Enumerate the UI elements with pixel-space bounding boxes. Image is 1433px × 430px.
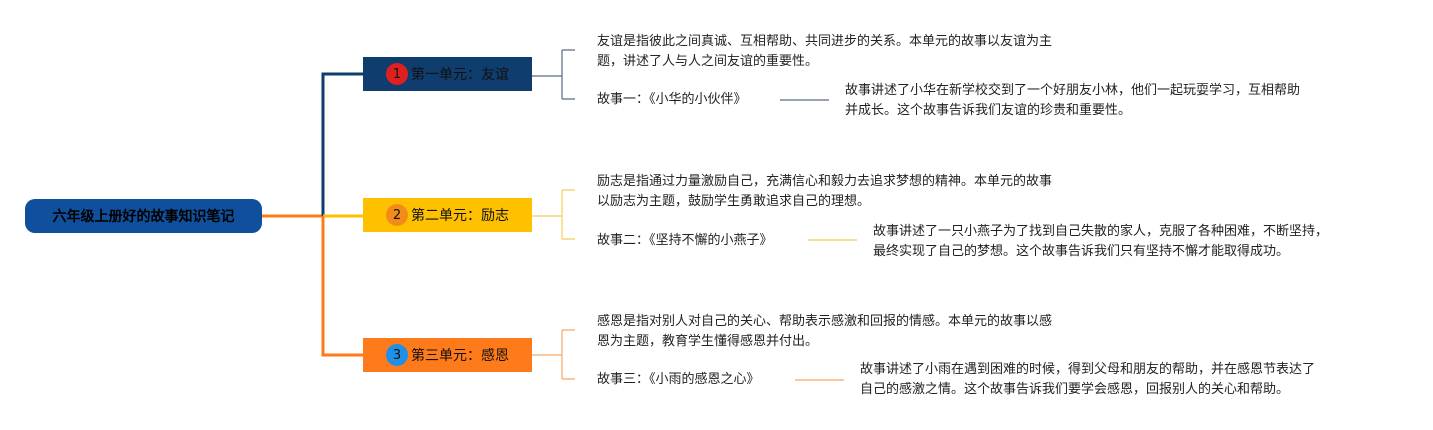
unit-2-description: 励志是指通过力量激励自己，充满信心和毅力去追求梦想的精神。本单元的故事 以励志为…: [597, 174, 1053, 209]
unit-node-1[interactable]: 1 第一单元：友谊: [363, 57, 532, 91]
unit-1-description: 友谊是指彼此之间真诚、互相帮助、共同进步的关系。本单元的故事以友谊为主 题，讲述…: [597, 34, 1053, 69]
root-node[interactable]: 六年级上册好的故事知识笔记: [25, 199, 262, 233]
unit-label: 第一单元：友谊: [411, 67, 509, 83]
number-badge-icon: 3: [386, 344, 408, 366]
story-2-description: 故事讲述了一只小燕子为了找到自己失散的家人，克服了各种困难，不断坚持， 最终实现…: [873, 224, 1329, 259]
story-3-description: 故事讲述了小雨在遇到困难的时候，得到父母和朋友的帮助，并在感恩节表达了 自己的感…: [860, 362, 1316, 397]
story-3-title[interactable]: 故事三：《小雨的感恩之心》: [597, 372, 760, 387]
story-1-description: 故事讲述了小华在新学校交到了一个好朋友小林，他们一起玩耍学习，互相帮助 并成长。…: [845, 83, 1301, 118]
unit-node-2[interactable]: 2 第二单元：励志: [363, 198, 532, 232]
number-badge-icon: 2: [386, 204, 408, 226]
root-label: 六年级上册好的故事知识笔记: [52, 209, 235, 225]
unit-node-3[interactable]: 3 第三单元：感恩: [363, 338, 532, 372]
unit-label: 第三单元：感恩: [411, 348, 509, 364]
story-2-title[interactable]: 故事二：《坚持不懈的小燕子》: [597, 233, 773, 248]
story-1-title[interactable]: 故事一：《小华的小伙伴》: [597, 92, 747, 107]
unit-3-description: 感恩是指对别人对自己的关心、帮助表示感激和回报的情感。本单元的故事以感 恩为主题…: [597, 314, 1053, 349]
number-badge-icon: 1: [386, 63, 408, 85]
unit-label: 第二单元：励志: [411, 208, 509, 224]
